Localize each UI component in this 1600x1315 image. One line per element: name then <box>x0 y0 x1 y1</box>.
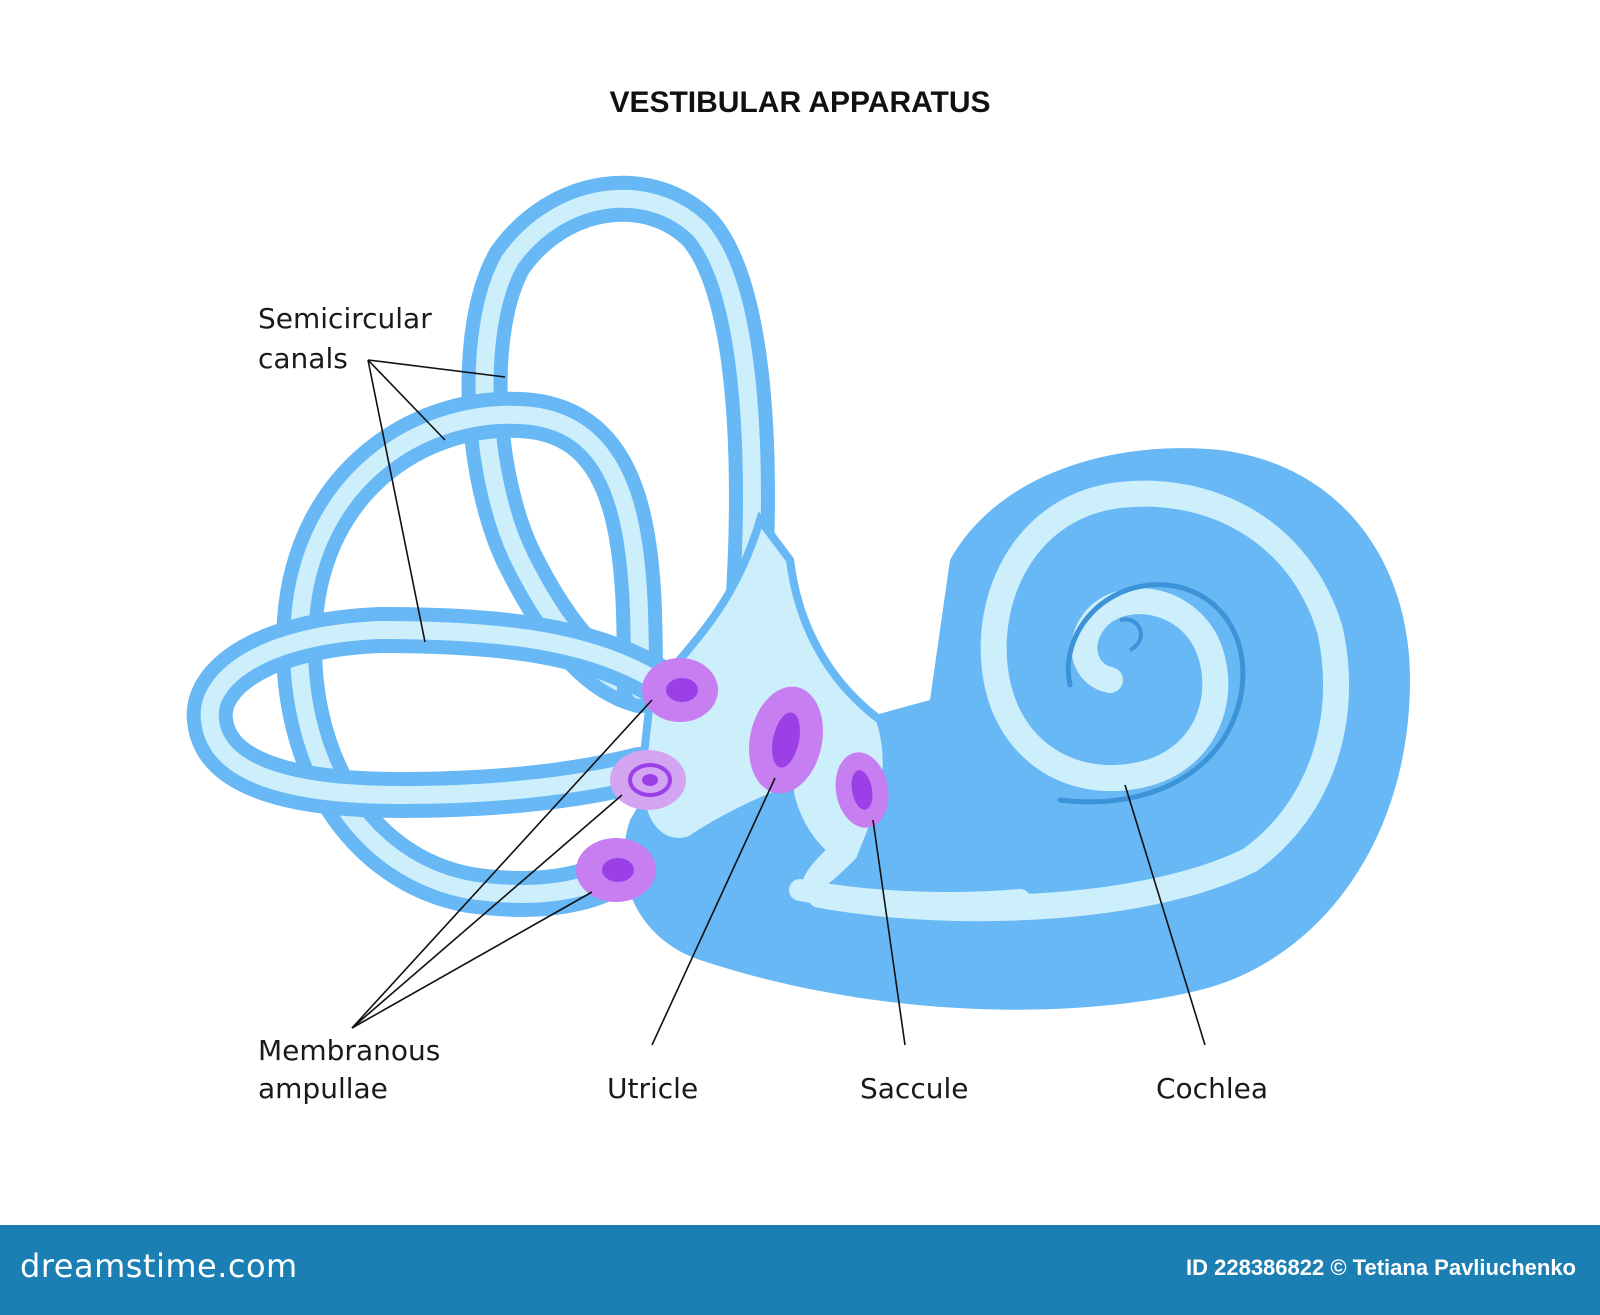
footer-logo: dreamstime.com <box>20 1247 298 1285</box>
label-semicircular-line1: Semicircular <box>258 302 432 335</box>
label-semicircular-line2: canals <box>258 342 348 375</box>
label-utricle: Utricle <box>607 1072 698 1105</box>
diagram-title: VESTIBULAR APPARATUS <box>609 86 990 119</box>
saccule <box>835 752 889 828</box>
ampulla-middle <box>610 750 686 810</box>
semicircular-canals <box>186 175 775 917</box>
ampulla-lower <box>576 838 656 902</box>
vestibular-diagram: VESTIBULAR APPARATUS <box>186 86 1410 1105</box>
label-ampullae-line1: Membranous <box>258 1034 440 1067</box>
footer-bar: dreamstime.com ID 228386822 © Tetiana Pa… <box>0 1225 1600 1315</box>
ampulla-upper <box>642 658 718 722</box>
utricle <box>749 686 823 794</box>
footer-credit: ID 228386822 © Tetiana Pavliuchenko <box>1186 1255 1576 1280</box>
label-saccule: Saccule <box>860 1072 968 1105</box>
leader-lines <box>351 359 1206 1046</box>
label-cochlea: Cochlea <box>1156 1072 1268 1105</box>
label-ampullae-line2: ampullae <box>258 1072 388 1105</box>
